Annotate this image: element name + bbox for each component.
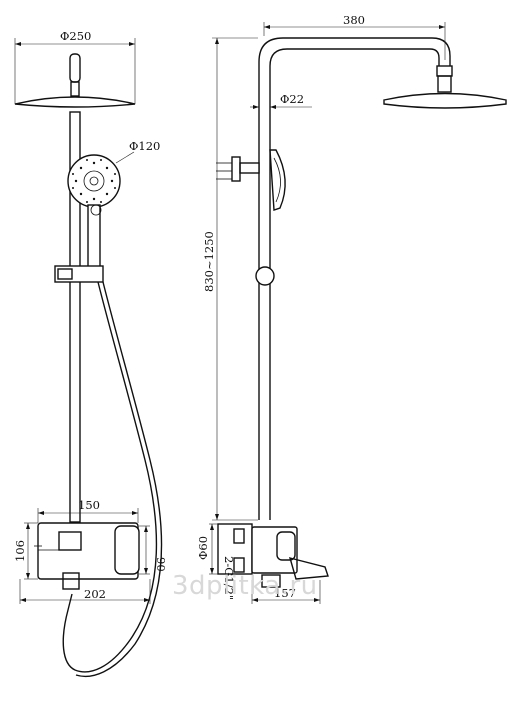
side-shower-head [383, 92, 507, 109]
label-connection-thread: 2-G1/2" [222, 556, 236, 600]
leader-hand-shower [115, 151, 135, 164]
dim-mixer-height-left [24, 522, 38, 580]
side-mixer [217, 523, 329, 588]
side-riser-arm [258, 37, 453, 520]
side-slider-knob [255, 266, 275, 286]
label-height-range: 830~1250 [202, 231, 216, 292]
dim-spout-projection [251, 580, 321, 604]
front-view: Φ250 Φ120 [13, 29, 168, 678]
dim-mixer-width [37, 508, 139, 523]
front-mixer [34, 522, 140, 590]
label-spout-projection: 157 [274, 586, 296, 600]
label-pipe-diameter: Φ22 [280, 92, 304, 106]
label-arm-length: 380 [343, 13, 365, 27]
label-escutcheon-diameter: Φ60 [196, 536, 210, 560]
dim-mixer-spout-width [19, 579, 151, 604]
dim-arm-length [263, 22, 446, 60]
label-mixer-spout-width: 202 [84, 587, 106, 601]
front-shower-head [14, 53, 136, 108]
label-mixer-height-left: 106 [13, 540, 27, 562]
front-slide-bracket [54, 265, 104, 283]
dim-head-diameter [14, 38, 136, 104]
dim-mixer-height-right [139, 525, 150, 575]
front-hand-shower [67, 154, 121, 268]
label-mixer-width: 150 [78, 498, 100, 512]
side-view: 380 Φ22 830~1250 [196, 13, 507, 604]
front-riser-pipe [69, 111, 81, 523]
label-mixer-height-right: 90 [154, 557, 168, 572]
label-head-diameter: Φ250 [60, 29, 91, 43]
label-hand-shower-diameter: Φ120 [129, 139, 160, 153]
dim-escutcheon-diameter [209, 523, 218, 575]
side-hand-shower [216, 149, 286, 211]
front-hose [62, 281, 158, 673]
dim-pipe-diameter [250, 105, 312, 109]
dim-height-range [212, 37, 258, 521]
watermark-text: 3dplitka.ru [172, 571, 318, 601]
